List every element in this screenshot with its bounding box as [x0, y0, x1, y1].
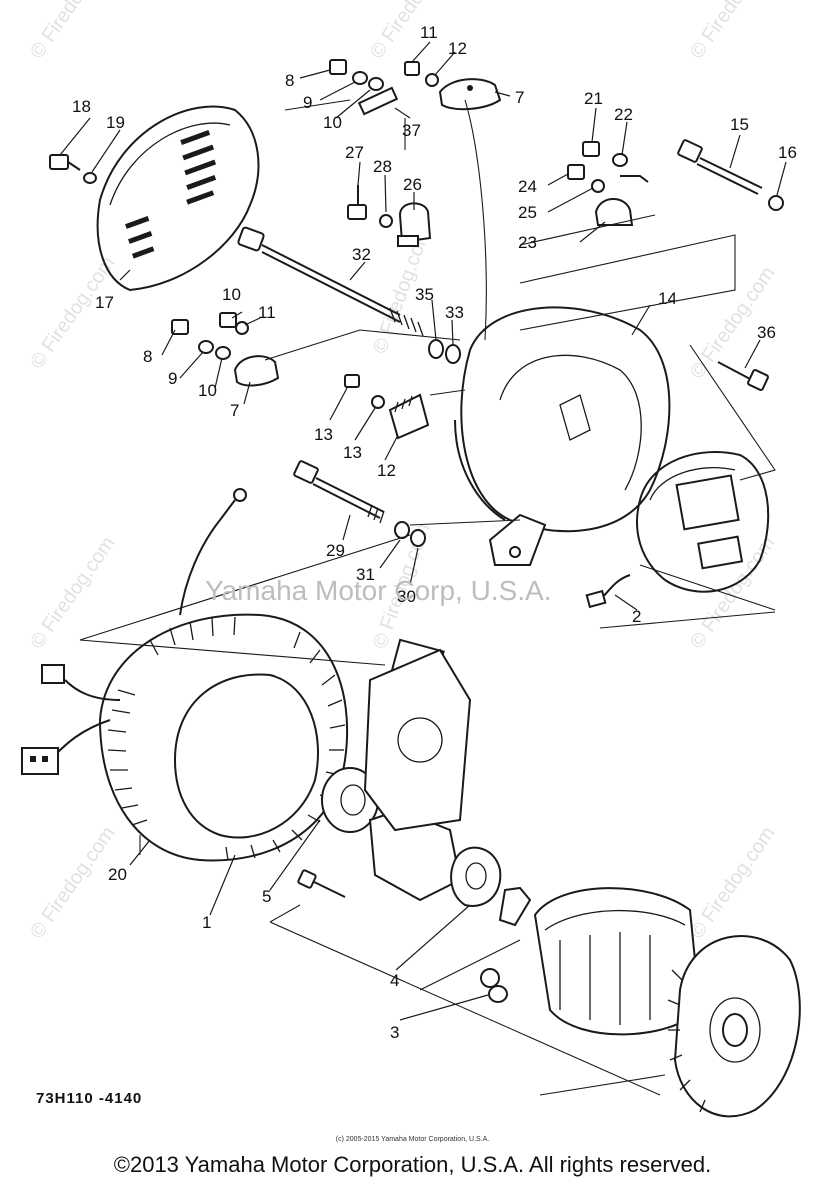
callout-8b: 9: [168, 369, 177, 388]
copyright-notice: ©2013 Yamaha Motor Corporation, U.S.A. A…: [113, 1152, 712, 1177]
callout-2: 2: [632, 607, 641, 626]
callout-7b: 8: [143, 347, 152, 366]
callout-32: 31: [356, 565, 375, 584]
callout-9b: 10: [198, 381, 217, 400]
brush-holder-12: [344, 374, 430, 440]
yamaha-watermark: Yamaha Motor Corp, U.S.A.: [205, 575, 552, 606]
callout-18: 17: [95, 293, 114, 312]
callout-30: 29: [326, 541, 345, 560]
callout-leaders: [59, 41, 787, 1021]
washers-34-35: [428, 339, 461, 364]
bolt-36: [717, 361, 769, 391]
watermark: © Firedog.com: [686, 0, 779, 63]
callout-19: 18: [72, 97, 91, 116]
callout-23: 22: [614, 105, 633, 124]
callout-11: 12: [448, 39, 467, 58]
callout-5: 5: [262, 887, 271, 906]
callout-17: 16: [778, 143, 797, 162]
stator-1: [21, 488, 349, 862]
callout-24: 23: [518, 233, 537, 252]
callout-7: 8: [285, 71, 294, 90]
watermark: © Firedog.com: [686, 823, 779, 943]
housing-15: [454, 306, 671, 566]
bolt-28: [347, 185, 367, 220]
callout-10: 11: [420, 23, 438, 42]
clamp-27: [397, 202, 432, 247]
callout-35: 35: [415, 285, 434, 304]
small-copyright-line: (c) 2005-2015 Yamaha Motor Corporation, …: [335, 1136, 490, 1143]
bolt-16: [677, 139, 763, 195]
assembly-group-lines: [79, 99, 776, 1096]
callout-16: 15: [730, 115, 749, 134]
callout-36: 36: [757, 323, 776, 342]
washers-31-32: [394, 521, 426, 547]
callout-33: 32: [352, 245, 371, 264]
callout-20: 19: [106, 113, 125, 132]
callout-29: 28: [373, 157, 392, 176]
callout-27: 26: [403, 175, 422, 194]
callout-11b: 11: [258, 303, 276, 322]
callout-labels: 18 19 17 8 9 10 11 12 7 37 21 22 15 16 2…: [72, 23, 797, 1042]
callout-25: 24: [518, 177, 537, 196]
rotor-3: [498, 886, 801, 1118]
washer-29: [379, 214, 393, 228]
callout-1: 1: [202, 913, 211, 932]
watermark: © Firedog.com: [26, 823, 119, 943]
callout-28: 27: [345, 143, 364, 162]
callout-10b: 10: [222, 285, 241, 304]
callout-26: 25: [518, 203, 537, 222]
callout-37: 37: [402, 121, 421, 140]
washer-20: [83, 172, 97, 184]
nut-17: [768, 195, 784, 211]
bearing-5: [297, 767, 379, 898]
callout-9: 10: [323, 113, 342, 132]
callout-14: 13: [343, 443, 362, 462]
callout-13: 13: [314, 425, 333, 444]
field-coil-2: [585, 451, 770, 609]
callout-21: 20: [108, 865, 127, 884]
callout-31: 30: [397, 587, 416, 606]
upper-bracket-hardware: [329, 59, 502, 116]
end-cover-18: [96, 105, 260, 292]
bolt-19: [49, 154, 81, 171]
lower-bracket-hardware: [171, 312, 280, 387]
watermark: © Firedog.com: [26, 253, 119, 373]
watermark: © Firedog.com: [26, 0, 119, 63]
callout-6b: 7: [230, 401, 239, 420]
callout-8: 9: [303, 93, 312, 112]
drawing-code: 73H110 -4140: [36, 1090, 143, 1107]
ring-4: [450, 846, 508, 1003]
callout-3: 3: [390, 1023, 399, 1042]
callout-22: 21: [584, 89, 603, 108]
callout-12: 12: [377, 461, 396, 480]
callout-4: 4: [390, 971, 399, 990]
rotor-core: [363, 638, 472, 902]
callout-15: 14: [658, 289, 677, 308]
watermark: © Firedog.com: [366, 0, 459, 63]
callout-34: 33: [445, 303, 464, 322]
callout-6: 7: [515, 88, 524, 107]
bolt-30: [293, 460, 385, 524]
right-upper-hardware: [567, 141, 649, 226]
through-bolt-33: [237, 226, 424, 337]
watermark: © Firedog.com: [26, 533, 119, 653]
